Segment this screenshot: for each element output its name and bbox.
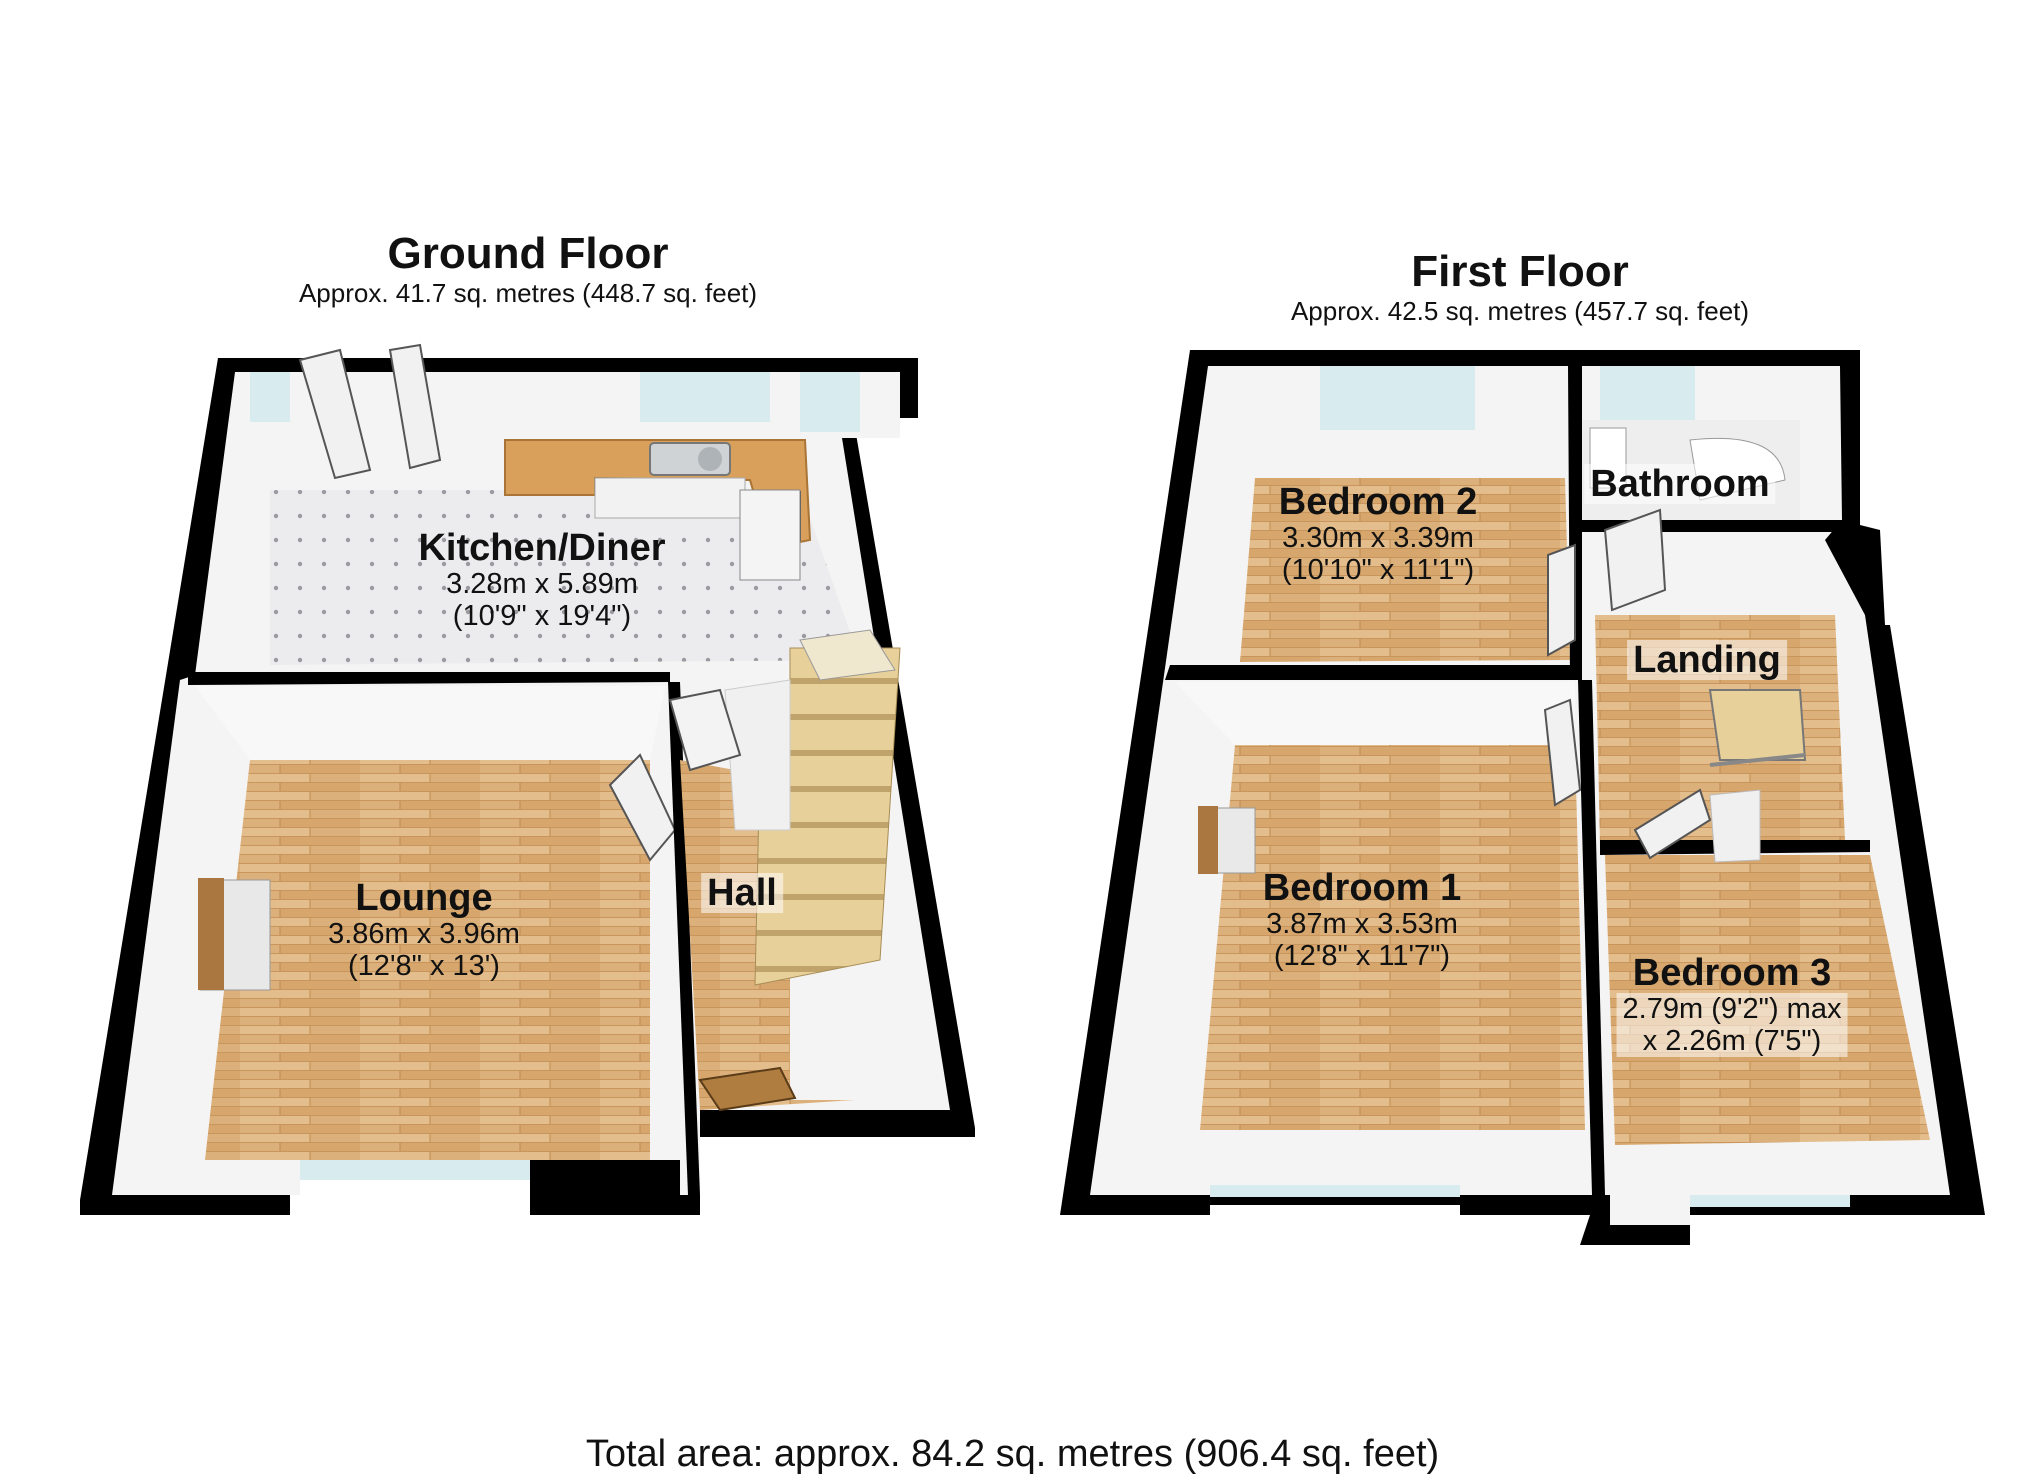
- bedroom1-right-wall: [1578, 680, 1605, 1195]
- lounge-hall-wall: [668, 682, 700, 1195]
- first-window-bottom-1: [1210, 1185, 1460, 1197]
- ground-floor-area: Approx. 41.7 sq. metres (448.7 sq. feet): [298, 278, 758, 308]
- bedroom1-door: [1543, 698, 1582, 807]
- room-dims-lounge-metric: 3.86m x 3.96m: [328, 918, 520, 950]
- hall-cupboard-door: [668, 688, 742, 772]
- room-label-kitchen: Kitchen/Diner 3.28m x 5.89m (10'9" x 19'…: [418, 528, 665, 632]
- first-floor-title: First Floor: [1411, 247, 1629, 296]
- room-label-lounge: Lounge 3.86m x 3.96m (12'8" x 13'): [328, 878, 520, 982]
- first-window-bath: [1600, 366, 1695, 421]
- room-name-landing: Landing: [1627, 640, 1787, 680]
- room-dims-lounge-imperial: (12'8" x 13'): [348, 950, 500, 982]
- hall-cupboard: [724, 679, 791, 831]
- kitchen-fridge: [739, 489, 801, 581]
- bedroom2-door: [1547, 543, 1576, 657]
- room-name-bedroom2: Bedroom 2: [1278, 481, 1478, 523]
- room-dims-bedroom2-imperial: (10'10" x 11'1"): [1281, 554, 1475, 586]
- landing-balustrade: [1708, 689, 1807, 761]
- lounge-floor: [205, 760, 650, 1160]
- bedroom2-floor: [1240, 478, 1570, 662]
- room-name-kitchen: Kitchen/Diner: [418, 527, 666, 569]
- kitchen-units: [594, 477, 746, 519]
- kitchen-lounge-wall: [188, 672, 670, 685]
- bedroom3-cupboard: [1709, 789, 1761, 863]
- french-doors: [298, 343, 442, 480]
- room-name-hall: Hall: [701, 873, 783, 913]
- lounge-wall-top: [195, 686, 665, 760]
- room-name-bedroom1: Bedroom 1: [1262, 867, 1462, 909]
- first-floor-plan: [1060, 350, 1985, 1245]
- bedroom1-floor: [1200, 745, 1585, 1130]
- room-dims-kitchen-metric: 3.28m x 5.89m: [446, 568, 638, 600]
- bedroom1-wall-top: [1175, 682, 1575, 745]
- ground-window-bottom: [300, 1160, 530, 1180]
- hall-front-door: [698, 1066, 797, 1112]
- room-label-bedroom1: Bedroom 1 3.87m x 3.53m (12'8" x 11'7"): [1263, 868, 1461, 972]
- landing-rail: [1709, 753, 1806, 767]
- room-dims-bedroom3-line2: x 2.26m (7'5"): [1616, 1025, 1848, 1057]
- kitchen-floor: [270, 490, 860, 665]
- room-label-bedroom2: Bedroom 2 3.30m x 3.39m (10'10" x 11'1"): [1279, 482, 1477, 586]
- ground-window-3: [800, 372, 860, 432]
- stair-head: [799, 629, 896, 681]
- bedroom3-door: [1633, 788, 1712, 860]
- room-label-bathroom: Bathroom: [1584, 464, 1776, 504]
- bathroom-door: [1603, 508, 1667, 612]
- room-name-bedroom3: Bedroom 3: [1632, 952, 1832, 994]
- room-name-lounge: Lounge: [355, 877, 493, 919]
- room-label-landing: Landing: [1627, 640, 1787, 680]
- first-window-bottom-3: [1690, 1195, 1850, 1207]
- bedroom1-mantel: [1198, 806, 1218, 874]
- ground-floor-plan: [80, 343, 975, 1215]
- room-dims-kitchen-imperial: (10'9" x 19'4"): [452, 600, 632, 632]
- ground-floor-heading: Ground Floor Approx. 41.7 sq. metres (44…: [298, 229, 758, 309]
- first-floor-heading: First Floor Approx. 42.5 sq. metres (457…: [1290, 247, 1750, 327]
- room-label-bedroom3: Bedroom 3 2.79m (9'2") max x 2.26m (7'5"…: [1616, 952, 1848, 1057]
- room-dims-bedroom1-metric: 3.87m x 3.53m: [1266, 908, 1458, 940]
- first-window-1: [1320, 366, 1475, 430]
- ground-window-2: [640, 372, 770, 422]
- ground-floor-title: Ground Floor: [387, 229, 669, 278]
- room-name-bathroom: Bathroom: [1584, 464, 1776, 504]
- kitchen-worktop: [504, 439, 812, 550]
- bedroom2-bedroom1-wall: [1165, 665, 1580, 680]
- room-dims-bedroom3-line1: 2.79m (9'2") max: [1616, 993, 1848, 1025]
- first-floor-area: Approx. 42.5 sq. metres (457.7 sq. feet): [1290, 296, 1750, 326]
- room-label-hall: Hall: [701, 873, 783, 913]
- room-dims-bedroom2-metric: 3.30m x 3.39m: [1282, 522, 1474, 554]
- sink-bowl: [698, 447, 722, 471]
- fireplace-mantel: [198, 878, 224, 990]
- ground-window-1: [250, 372, 290, 422]
- room-dims-bedroom1-imperial: (12'8" x 11'7"): [1273, 940, 1451, 972]
- total-area: Total area: approx. 84.2 sq. metres (906…: [585, 1433, 1440, 1475]
